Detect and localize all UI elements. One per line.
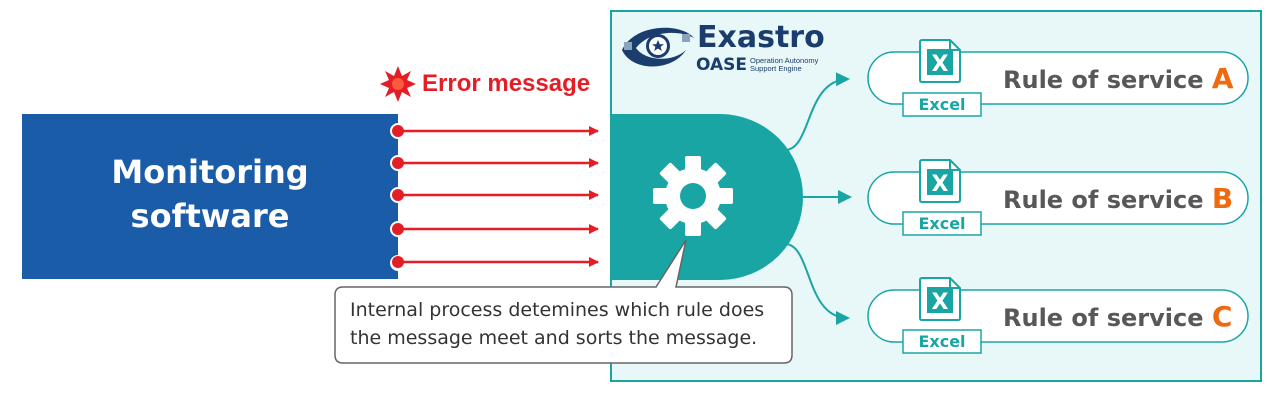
exastro-logo-icon bbox=[622, 27, 694, 67]
brand-product: OASE bbox=[696, 55, 748, 75]
route-arrow-c bbox=[784, 243, 850, 325]
excel-tag-box-c bbox=[902, 329, 982, 354]
error-burst-icon bbox=[380, 66, 416, 102]
excel-tag-box-b bbox=[902, 211, 982, 236]
svg-text:X: X bbox=[932, 52, 949, 77]
rule-label-prefix: Rule of service bbox=[1003, 66, 1212, 94]
routing-arrows bbox=[784, 72, 852, 325]
brand-tagline: Operation Autonomy Support Engine bbox=[750, 57, 818, 73]
excel-icon: X bbox=[919, 159, 961, 203]
excel-icon: X bbox=[919, 39, 961, 83]
excel-tag-c: Excel bbox=[918, 332, 966, 351]
rule-pill-c bbox=[867, 289, 1249, 343]
callout-line1: Internal process detemines which rule do… bbox=[350, 299, 765, 321]
excel-tag-b: Excel bbox=[918, 214, 966, 233]
svg-text:X: X bbox=[932, 290, 949, 315]
callout-text: Internal process detemines which rule do… bbox=[350, 296, 764, 352]
excel-tag-box-a bbox=[902, 92, 982, 117]
monitoring-software-label: Monitoring software bbox=[22, 150, 398, 238]
rule-letter: C bbox=[1211, 300, 1233, 333]
excel-icon: X bbox=[919, 277, 961, 321]
monitoring-software-box bbox=[22, 114, 398, 279]
excel-tag-a: Excel bbox=[918, 95, 966, 114]
rule-label-b: Rule of service B bbox=[1003, 182, 1233, 215]
rule-label-prefix: Rule of service bbox=[1003, 186, 1212, 214]
rule-label-prefix: Rule of service bbox=[1003, 304, 1212, 332]
rule-pill-b bbox=[867, 171, 1249, 225]
rule-letter: A bbox=[1211, 62, 1234, 95]
callout-line2: the message meet and sorts the message. bbox=[350, 327, 758, 349]
svg-text:X: X bbox=[932, 172, 949, 197]
monitoring-label-line1: Monitoring bbox=[111, 153, 309, 191]
brand-tagline-line1: Operation Autonomy bbox=[750, 56, 819, 65]
brand-tagline-line2: Support Engine bbox=[750, 64, 802, 73]
brand-name: Exastro bbox=[697, 20, 825, 55]
rule-label-c: Rule of service C bbox=[1003, 300, 1232, 333]
error-arrows bbox=[392, 125, 599, 268]
gear-icon bbox=[653, 156, 733, 236]
error-message-label: Error message bbox=[422, 70, 591, 97]
rule-label-a: Rule of service A bbox=[1003, 62, 1234, 95]
rule-pill-a bbox=[867, 51, 1249, 105]
rule-letter: B bbox=[1211, 182, 1234, 215]
monitoring-label-line2: software bbox=[130, 197, 290, 235]
route-arrow-a bbox=[784, 72, 850, 151]
callout-bubble bbox=[334, 239, 793, 364]
